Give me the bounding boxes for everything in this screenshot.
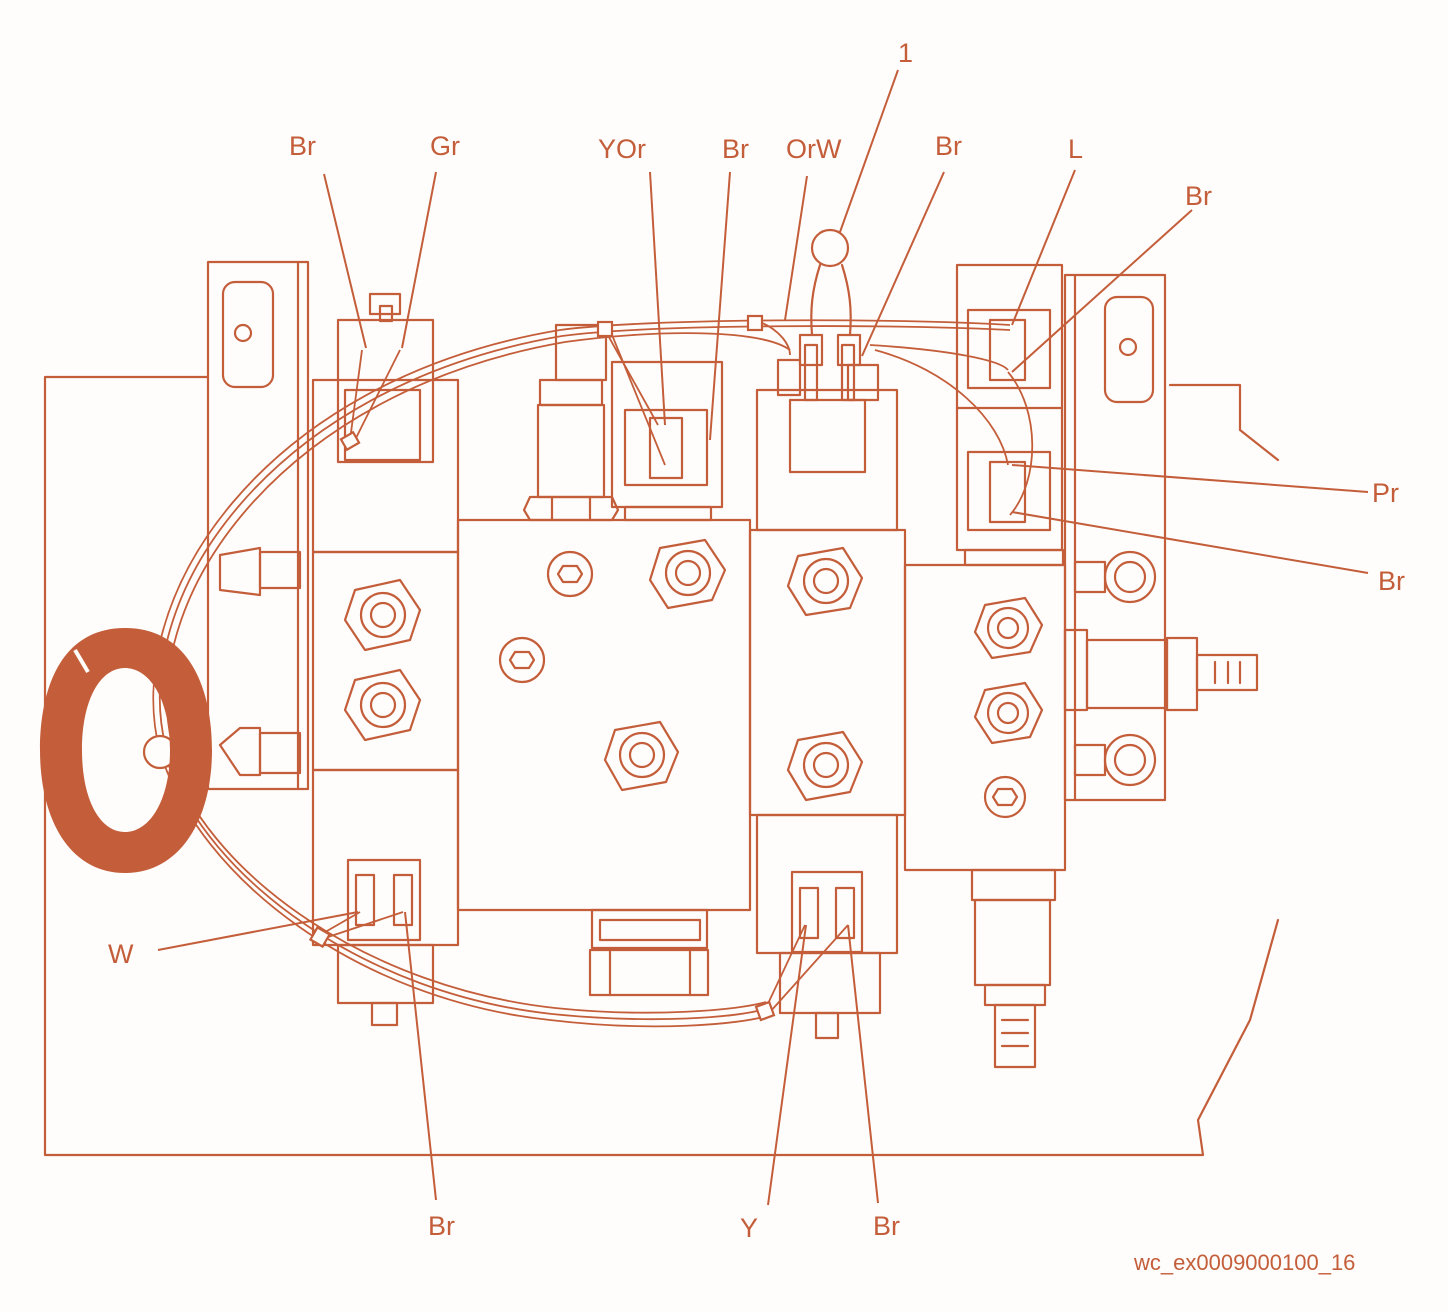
hex-plug <box>786 546 864 617</box>
label-br-bottom-left: Br <box>428 1211 455 1241</box>
left-valve-section <box>311 550 460 1027</box>
label-br-right-upper: Br <box>1185 181 1212 211</box>
label-br-right-lower: Br <box>1378 566 1405 596</box>
hex-plug <box>786 730 864 802</box>
leader-lines <box>157 169 1369 1206</box>
hex-plug <box>343 668 422 742</box>
wire-color-labels: Br Gr YOr Br OrW Br L Br Pr Br W Br Y Br <box>108 131 1405 1243</box>
wiring-harness <box>142 314 1034 1028</box>
left-bracket <box>206 260 310 791</box>
harness-clamp <box>754 1000 776 1022</box>
label-pr-right: Pr <box>1372 478 1399 508</box>
harness-clamp <box>746 314 764 332</box>
hex-plug <box>648 538 727 610</box>
hex-plug <box>603 720 680 792</box>
label-br-top-left: Br <box>289 131 316 161</box>
harness-clamp <box>339 430 361 452</box>
label-br-top-center: Br <box>722 134 749 164</box>
harness-grommet <box>40 628 212 873</box>
callout-number: 1 <box>898 38 913 68</box>
label-y-bottom: Y <box>740 1213 758 1243</box>
hex-plug <box>973 596 1044 660</box>
label-l-top: L <box>1068 134 1083 164</box>
label-w-left: W <box>108 939 134 969</box>
base-frame <box>43 375 1280 1157</box>
socket-plug <box>983 775 1027 819</box>
harness-clamp <box>308 925 332 949</box>
label-gr-top: Gr <box>430 131 460 161</box>
solenoid-right <box>955 263 1065 567</box>
right-valve-section <box>903 550 1259 1069</box>
right-center-valve-block <box>748 388 907 1040</box>
main-valve-block <box>456 518 752 997</box>
callout-1: 1 <box>810 38 913 337</box>
solenoid-top-center <box>610 360 724 522</box>
pressure-switch <box>522 323 620 522</box>
image-code: wc_ex0009000100_16 <box>1133 1250 1355 1275</box>
label-yor-top: YOr <box>598 134 646 164</box>
hex-plug <box>973 681 1044 745</box>
label-orw-top: OrW <box>786 134 842 164</box>
right-bracket <box>1063 273 1167 802</box>
socket-plug <box>546 550 594 598</box>
socket-plug <box>498 636 546 684</box>
hex-plug <box>343 578 422 652</box>
label-br-top-right: Br <box>935 131 962 161</box>
label-br-bottom-right: Br <box>873 1211 900 1241</box>
harness-clamp <box>596 320 614 338</box>
